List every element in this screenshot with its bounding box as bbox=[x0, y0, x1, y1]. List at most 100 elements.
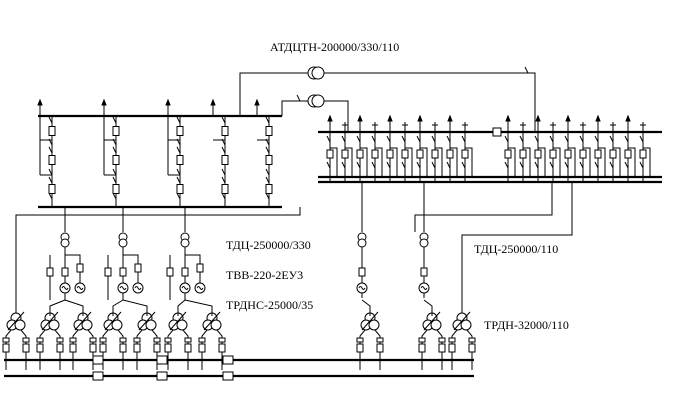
circuit-breaker bbox=[265, 126, 273, 136]
disconnector bbox=[221, 116, 226, 124]
circuit-breaker bbox=[218, 343, 226, 353]
circuit-breaker bbox=[341, 149, 349, 159]
disconnector bbox=[386, 135, 391, 143]
aux-tap bbox=[184, 299, 213, 316]
circuit-breaker bbox=[153, 343, 161, 353]
fuse bbox=[99, 337, 107, 343]
at1-mv-connection bbox=[324, 72, 536, 132]
disconnector bbox=[221, 146, 226, 154]
line-outlet-arrow bbox=[357, 114, 363, 122]
aux-transformer-winding bbox=[368, 319, 380, 331]
circuit-breaker bbox=[358, 267, 366, 277]
disconnector bbox=[371, 135, 376, 143]
disconnector bbox=[221, 192, 226, 200]
bypass-tap bbox=[375, 147, 383, 177]
transformer-winding bbox=[419, 238, 429, 248]
disconnector bbox=[326, 135, 331, 143]
circuit-breaker bbox=[446, 149, 454, 159]
at2-hv-connection bbox=[281, 100, 308, 116]
disconnector bbox=[461, 135, 466, 143]
circuit-breaker bbox=[416, 149, 424, 159]
line-outlet-arrow bbox=[37, 98, 43, 106]
aux-branch-a bbox=[421, 329, 428, 370]
bypass-tap bbox=[360, 147, 368, 177]
line-outlet-arrow bbox=[387, 114, 393, 122]
circuit-breaker bbox=[534, 149, 542, 159]
bypass-tap bbox=[345, 147, 353, 177]
regulation-arrow bbox=[453, 311, 471, 331]
fuse bbox=[438, 337, 446, 343]
line-outlet-arrow bbox=[447, 114, 453, 122]
line-outlet-arrow bbox=[210, 98, 216, 106]
circuit-breaker bbox=[221, 155, 229, 165]
line-outlet-arrow bbox=[327, 114, 333, 122]
disconnector bbox=[371, 161, 376, 169]
section-breaker bbox=[92, 355, 104, 365]
aux-branch-a bbox=[102, 329, 109, 370]
circuit-breaker bbox=[401, 149, 409, 159]
circuit-breaker bbox=[356, 149, 364, 159]
circuit-breaker bbox=[198, 343, 206, 353]
bypass-tap bbox=[583, 147, 591, 177]
circuit-breaker bbox=[134, 263, 142, 273]
circuit-breaker bbox=[356, 343, 364, 353]
disconnector bbox=[48, 146, 53, 154]
bypass-tap bbox=[405, 147, 413, 177]
fuse bbox=[418, 337, 426, 343]
regulation-arrow bbox=[104, 311, 122, 331]
circuit-breaker bbox=[326, 149, 334, 159]
disconnector bbox=[519, 161, 524, 169]
disconnector bbox=[594, 161, 599, 169]
disconnector bbox=[639, 135, 644, 143]
circuit-breaker bbox=[639, 149, 647, 159]
disconnector bbox=[221, 176, 226, 184]
transformer-winding bbox=[118, 238, 128, 248]
circuit-breaker bbox=[438, 343, 446, 353]
circuit-breaker bbox=[519, 149, 527, 159]
generator-wave bbox=[196, 286, 204, 290]
circuit-breaker bbox=[371, 149, 379, 159]
fuse bbox=[218, 337, 226, 343]
bypass-tap bbox=[330, 147, 338, 177]
aux-branch bbox=[123, 254, 139, 285]
disconnector bbox=[624, 135, 629, 143]
fuse bbox=[153, 337, 161, 343]
aux-tap bbox=[49, 299, 66, 316]
bypass-tap bbox=[598, 147, 606, 177]
fuse bbox=[356, 337, 364, 343]
circuit-breaker bbox=[76, 263, 84, 273]
circuit-breaker bbox=[133, 343, 141, 353]
disconnector bbox=[534, 135, 539, 143]
line-outlet-arrow bbox=[625, 114, 631, 122]
disconnector bbox=[386, 161, 391, 169]
line-outlet-arrow bbox=[165, 98, 171, 106]
disconnector bbox=[639, 161, 644, 169]
circuit-breaker bbox=[624, 149, 632, 159]
autotransformer-label: АТДЦТН-200000/330/110 bbox=[270, 40, 400, 54]
bypass-tap bbox=[538, 147, 546, 177]
aux-branch-b bbox=[87, 329, 94, 370]
line-outlet-arrow bbox=[565, 114, 571, 122]
disconnector bbox=[112, 192, 117, 200]
disconnector bbox=[519, 135, 524, 143]
disconnector bbox=[176, 116, 181, 124]
autotransformers bbox=[307, 66, 325, 108]
regulation-arrow bbox=[138, 311, 156, 331]
aux-tap bbox=[177, 299, 186, 316]
circuit-breaker bbox=[564, 149, 572, 159]
circuit-breaker bbox=[164, 343, 172, 353]
aux-branch-b bbox=[54, 329, 61, 370]
circuit-breaker bbox=[48, 126, 56, 136]
disconnector bbox=[549, 135, 554, 143]
fuse bbox=[36, 337, 44, 343]
disconnector bbox=[326, 161, 331, 169]
circuit-breaker bbox=[48, 155, 56, 165]
disconnector bbox=[112, 116, 117, 124]
aux-branch-a bbox=[5, 329, 12, 370]
aux-feeder-110 bbox=[461, 182, 573, 318]
regulation-arrow bbox=[361, 311, 379, 331]
bypass-tap bbox=[643, 147, 651, 177]
bypass-tap bbox=[523, 147, 531, 177]
aux-transformer-winding bbox=[81, 319, 93, 331]
